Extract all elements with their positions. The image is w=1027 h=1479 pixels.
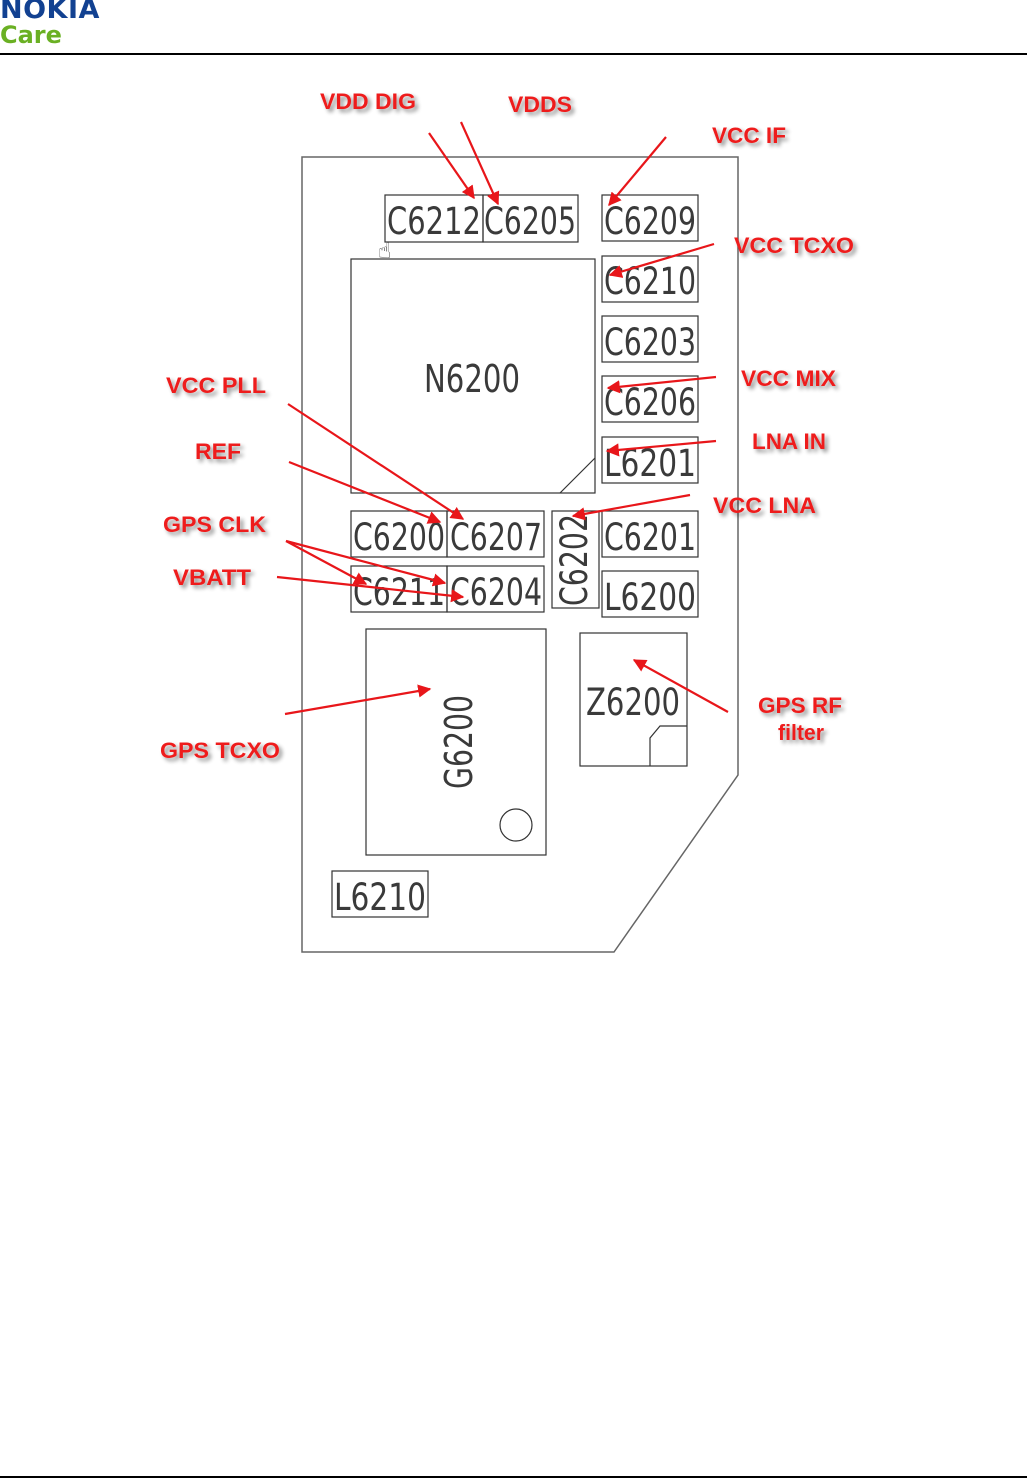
arrow-vcc-pll [287, 403, 465, 520]
g6200-tcxo [365, 628, 547, 856]
c6200-label: C6200 [353, 516, 445, 559]
net-label-ref: REF [195, 439, 241, 464]
arrow-vcc-lna [571, 493, 691, 521]
board-outline [301, 156, 739, 953]
arrow-gps-tcxo [284, 684, 432, 716]
c6210-label: C6210 [604, 260, 696, 303]
net-label-vcc-lna: VCC LNA [713, 493, 816, 518]
c6212-label: C6212 [387, 200, 481, 243]
c6204-box [446, 565, 545, 613]
l6210-label: L6210 [334, 876, 426, 919]
arrow-vcc-mix [606, 375, 717, 394]
c6203-box [601, 315, 699, 363]
c6201-box [601, 510, 699, 558]
logo-care-text: Care [0, 21, 62, 49]
c6209-box [601, 194, 699, 242]
arrow-vcc-if [608, 136, 667, 207]
net-label-lna-in: LNA IN [752, 429, 826, 454]
z6200-filter [579, 632, 688, 767]
arrow-vdd-dig [428, 132, 475, 200]
c6201-label: C6201 [604, 516, 696, 559]
arrow-lna-in [605, 439, 717, 457]
net-label-vcc-pll: VCC PLL [166, 373, 266, 398]
c6202-label: C6202 [553, 514, 596, 606]
z6200-pin1-marker [649, 725, 687, 766]
footer-divider [0, 1476, 1027, 1478]
g6200-pin1-marker [499, 808, 533, 842]
c6203-label: C6203 [604, 321, 696, 364]
l6200-label: L6200 [604, 576, 696, 619]
logo-nokia-text: NOKIA [0, 0, 100, 25]
net-label-vcc-if: VCC IF [712, 123, 786, 148]
net-label-gps-rf-line1: GPS RF [758, 693, 842, 718]
c6205-box [482, 194, 579, 243]
net-label-vdds: VDDS [508, 92, 572, 117]
net-label-gps-clk: GPS CLK [163, 512, 266, 537]
net-label-vcc-mix: VCC MIX [741, 366, 836, 391]
arrow-vdds [459, 121, 500, 206]
arrow-gps-clk-2 [285, 539, 447, 587]
c6207-label: C6207 [450, 516, 542, 559]
net-label-vdd-dig: VDD DIG [320, 89, 416, 114]
arrow-ref [288, 460, 442, 524]
nokia-care-logo: NOKIA Care [0, 0, 140, 52]
l6201-box [601, 436, 699, 484]
c6206-box [601, 375, 699, 423]
hand-cursor-icon: ☝ [378, 239, 391, 264]
c6205-label: C6205 [484, 200, 576, 243]
n6200-label: N6200 [424, 357, 520, 401]
net-label-gps-tcxo: GPS TCXO [160, 738, 280, 763]
n6200-chip [350, 258, 596, 494]
arrow-gps-rf-filter [632, 659, 729, 713]
l6210-box [331, 870, 429, 918]
l6200-box [601, 570, 699, 618]
n6200-pin1-marker [559, 457, 596, 494]
c6204-label: C6204 [450, 571, 542, 614]
c6207-box [446, 510, 545, 558]
g6200-label: G6200 [437, 695, 481, 789]
arrow-vbatt [276, 575, 465, 603]
l6201-label: L6201 [604, 442, 696, 485]
c6210-box [601, 255, 699, 303]
c6209-label: C6209 [604, 200, 696, 243]
net-label-gps-rf-line2: filter [778, 720, 824, 745]
net-label-vbatt: VBATT [173, 565, 252, 590]
net-label-vcc-tcxo: VCC TCXO [734, 233, 854, 258]
z6200-label: Z6200 [586, 681, 680, 724]
arrow-gps-clk-1 [285, 540, 368, 585]
header-divider [0, 53, 1027, 55]
arrow-vcc-tcxo [608, 242, 715, 278]
